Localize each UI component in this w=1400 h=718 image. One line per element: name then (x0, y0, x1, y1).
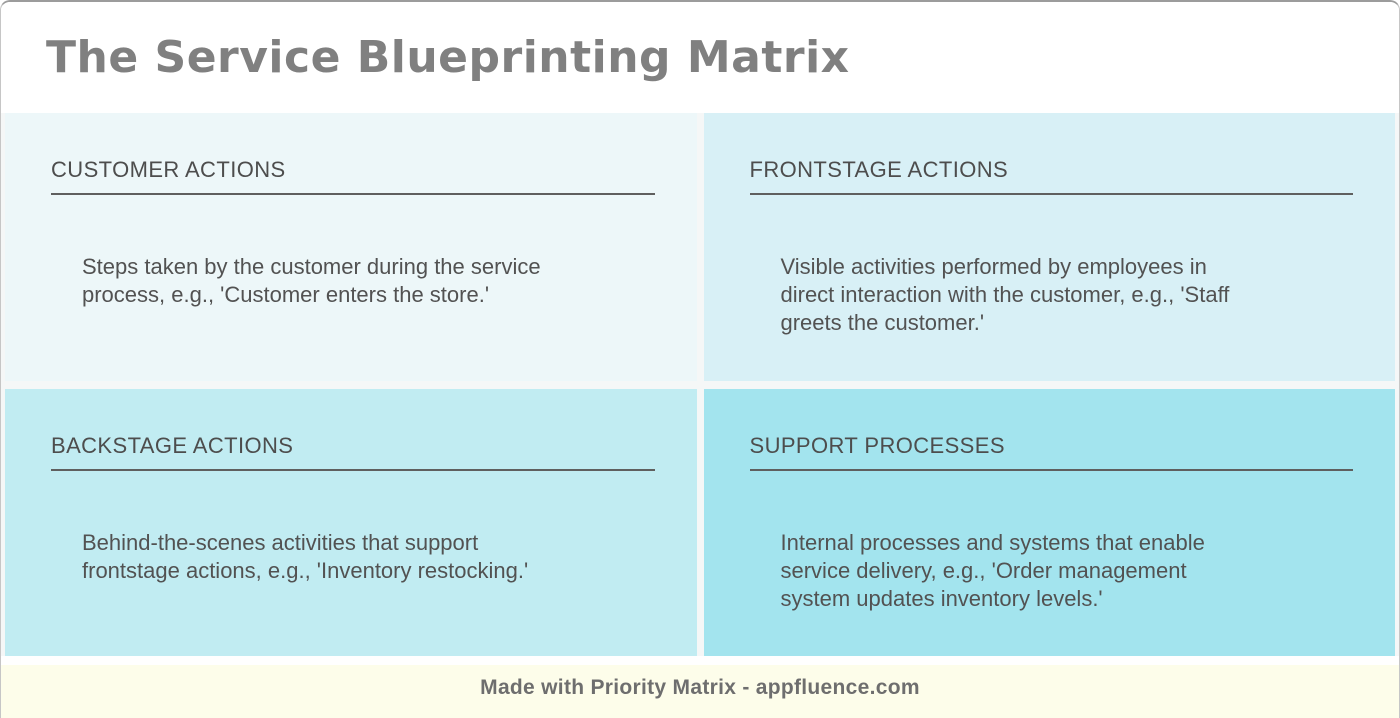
quadrant-description: Steps taken by the customer during the s… (82, 254, 541, 307)
page-title: The Service Blueprinting Matrix (46, 32, 850, 83)
footer-attribution-text: Made with Priority Matrix - appfluence.c… (480, 675, 920, 699)
quadrant-title: BACKSTAGE ACTIONS (51, 433, 655, 471)
quadrant-customer-actions: CUSTOMER ACTIONS Steps taken by the cust… (5, 113, 697, 381)
quadrant-backstage-actions: BACKSTAGE ACTIONS Behind-the-scenes acti… (5, 388, 697, 656)
quadrant-title: CUSTOMER ACTIONS (51, 157, 655, 195)
quadrant-description: Visible activities performed by employee… (780, 254, 1230, 335)
quadrant-support-processes: SUPPORT PROCESSES Internal processes and… (703, 388, 1395, 656)
quadrant-title: SUPPORT PROCESSES (749, 433, 1353, 471)
quadrant-description: Internal processes and systems that enab… (780, 529, 1205, 611)
footer: Made with Priority Matrix - appfluence.c… (1, 665, 1399, 718)
quadrant-title: FRONTSTAGE ACTIONS (749, 157, 1353, 195)
quadrant-grid: CUSTOMER ACTIONS Steps taken by the cust… (1, 113, 1399, 656)
header: The Service Blueprinting Matrix (1, 2, 1399, 113)
quadrant-frontstage-actions: FRONTSTAGE ACTIONS Visible activities pe… (703, 113, 1395, 381)
quadrant-description: Behind-the-scenes activities that suppor… (82, 529, 529, 583)
